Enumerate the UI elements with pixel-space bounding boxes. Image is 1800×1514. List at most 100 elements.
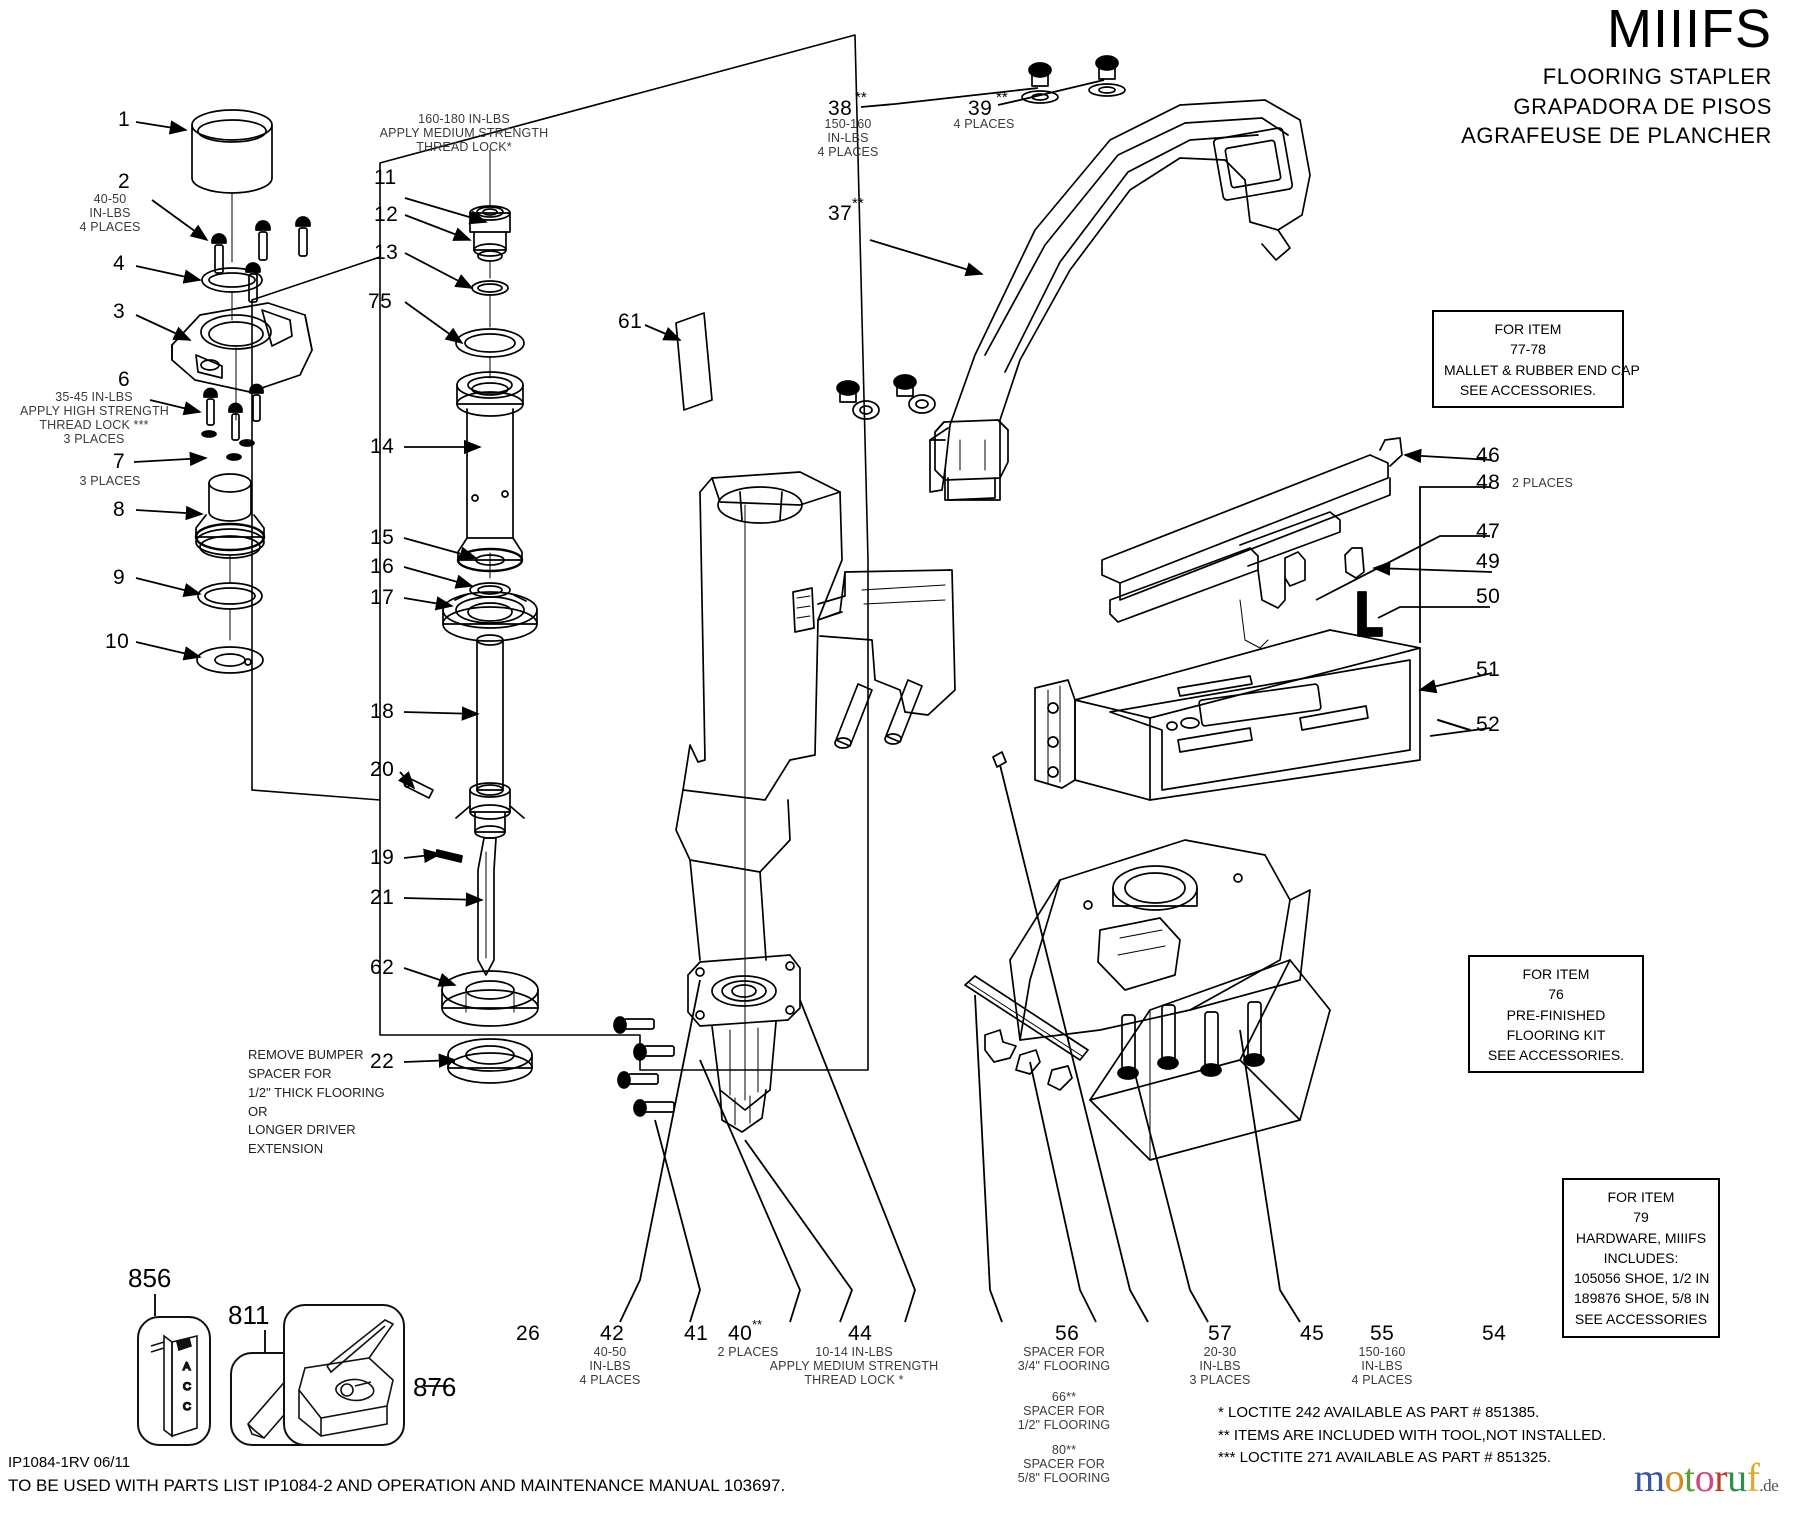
callout-13: 13 (374, 241, 399, 264)
callout-41: 41 (684, 1322, 709, 1345)
svg-text:C: C (183, 1401, 191, 1413)
footnote-line: * LOCTITE 242 AVAILABLE AS PART # 851385… (1218, 1404, 1540, 1421)
callout-61: 61 (618, 310, 643, 333)
callout-57: 57 (1208, 1322, 1233, 1345)
spec-line: THREAD LOCK *** (39, 418, 149, 432)
acc-card-icon: A C C (150, 1334, 198, 1438)
callout-10: 10 (105, 630, 130, 653)
callout-15: 15 (370, 526, 395, 549)
info-line: 77-78 (1510, 341, 1546, 358)
callout-46: 46 (1476, 444, 1501, 467)
logo-suffix: .de (1759, 1476, 1779, 1495)
info-line: PRE-FINISHED (1506, 1006, 1606, 1023)
callout-52: 52 (1476, 713, 1501, 736)
callout-39-spec: 4 PLACES (953, 117, 1015, 131)
spec-line: 3 PLACES (63, 432, 125, 446)
callout-39: 39 (968, 97, 993, 120)
callout-66: 66** SPACER FOR 1/2" FLOORING (1000, 1390, 1128, 1432)
parts-kit-box-icon (298, 1319, 395, 1437)
spec-line: SPACER FOR (1023, 1345, 1105, 1359)
spec-line: 20-30 (1203, 1345, 1237, 1359)
callout-17: 17 (370, 586, 395, 609)
callout-26: 26 (516, 1322, 541, 1345)
info-line: FLOORING KIT (1506, 1026, 1606, 1043)
callout-42: 42 (600, 1322, 625, 1345)
note-line: 1/2" THICK FLOORING OR (248, 1084, 385, 1119)
callout-3: 3 (113, 300, 126, 323)
info-line: SEE ACCESSORIES. (1487, 1047, 1625, 1064)
callout-11: 11 (374, 166, 397, 189)
info-line: 79 (1633, 1209, 1649, 1226)
info-box-mallet: FOR ITEM 77-78 MALLET & RUBBER END CAP S… (1432, 310, 1640, 408)
callout-38-asterisk: ** (855, 89, 867, 106)
callout-66-num: 66** (1051, 1390, 1077, 1404)
spec-line: THREAD LOCK * (804, 1373, 904, 1387)
callout-7-spec: 3 PLACES (79, 474, 141, 488)
callout-56: 56 (1055, 1322, 1080, 1345)
spec-line: 4 PLACES (79, 220, 141, 234)
callout-12: 12 (374, 203, 399, 226)
callout-56-spec: SPACER FOR 3/4" FLOORING (1000, 1345, 1128, 1373)
callout-6: 6 (118, 368, 131, 391)
callout-62: 62 (370, 956, 395, 979)
info-line: FOR ITEM (1494, 321, 1562, 337)
info-line: 76 (1548, 986, 1564, 1003)
logo-letter: r (1714, 1455, 1728, 1500)
callout-49: 49 (1476, 550, 1501, 573)
info-line: MALLET & RUBBER END CAP (1444, 361, 1640, 378)
footer: IP1084-1RV 06/11 TO BE USED WITH PARTS L… (8, 1452, 785, 1498)
callout-7: 7 (113, 450, 126, 473)
callout-38-spec: 150-160 IN-LBS 4 PLACES (788, 117, 908, 159)
spec-line: IN-LBS (1361, 1359, 1403, 1373)
spec-line: 5/8" FLOORING (1017, 1471, 1111, 1485)
callout-38: 38 (828, 97, 853, 120)
callout-11-spec: 160-180 IN-LBS APPLY MEDIUM STRENGTH THR… (370, 112, 558, 154)
info-box-hardware: FOR ITEM 79 HARDWARE, MIIIFS INCLUDES: 1… (1562, 1178, 1720, 1338)
spec-line: IN-LBS (1199, 1359, 1241, 1373)
callout-16: 16 (370, 555, 395, 578)
spec-line: 150-160 (824, 117, 872, 131)
spec-line: APPLY HIGH STRENGTH (20, 404, 169, 418)
spec-line: 10-14 IN-LBS (815, 1345, 893, 1359)
callout-40: 40 (728, 1322, 753, 1345)
callout-18: 18 (370, 700, 395, 723)
callout-14: 14 (370, 435, 395, 458)
callout-55-spec: 150-160 IN-LBS 4 PLACES (1334, 1345, 1430, 1387)
spec-line: SPACER FOR (1023, 1404, 1105, 1418)
callout-44: 44 (848, 1322, 873, 1345)
callout-45: 45 (1300, 1322, 1325, 1345)
callout-8: 8 (113, 498, 126, 521)
callout-1: 1 (118, 108, 131, 131)
accessory-number-856: 856 (128, 1263, 172, 1293)
callout-2: 2 (118, 170, 131, 193)
spec-line: 4 PLACES (579, 1373, 641, 1387)
subtitle-line-2: GRAPADORA DE PISOS (1513, 93, 1772, 119)
spec-line: APPLY MEDIUM STRENGTH (379, 126, 549, 140)
logo-letter: u (1727, 1455, 1747, 1500)
logo-letter: f (1746, 1455, 1760, 1500)
footer-doc-number: IP1084-1RV 06/11 (8, 1454, 131, 1471)
info-line: FOR ITEM (1607, 1189, 1675, 1205)
footnote-line: ** ITEMS ARE INCLUDED WITH TOOL,NOT INST… (1218, 1426, 1607, 1444)
info-line: HARDWARE, MIIIFS (1575, 1229, 1707, 1246)
accessory-number-876: 876 (413, 1372, 457, 1402)
callout-37-asterisk: ** (852, 195, 864, 212)
subtitle-line-3: AGRAFEUSE DE PLANCHER (1461, 123, 1772, 149)
callout-75: 75 (368, 290, 393, 313)
svg-text:C: C (183, 1381, 191, 1393)
callout-19: 19 (370, 846, 395, 869)
logo-letter: o (1664, 1455, 1685, 1500)
motoruf-watermark: motoruf.de (1634, 1455, 1779, 1500)
spec-line: 160-180 IN-LBS (418, 112, 510, 126)
callout-48: 48 (1476, 471, 1501, 494)
page-title: MIIIFS (1607, 0, 1772, 59)
accessory-number-811: 811 (228, 1300, 270, 1330)
info-line: 105056 SHOE, 1/2 IN (1574, 1270, 1710, 1287)
spec-line: THREAD LOCK* (416, 140, 512, 154)
spec-line: IN-LBS (589, 1359, 631, 1373)
callout-9: 9 (113, 566, 126, 589)
spec-line: 4 PLACES (817, 145, 879, 159)
info-line: INCLUDES: (1603, 1249, 1679, 1266)
callout-21: 21 (370, 886, 395, 909)
